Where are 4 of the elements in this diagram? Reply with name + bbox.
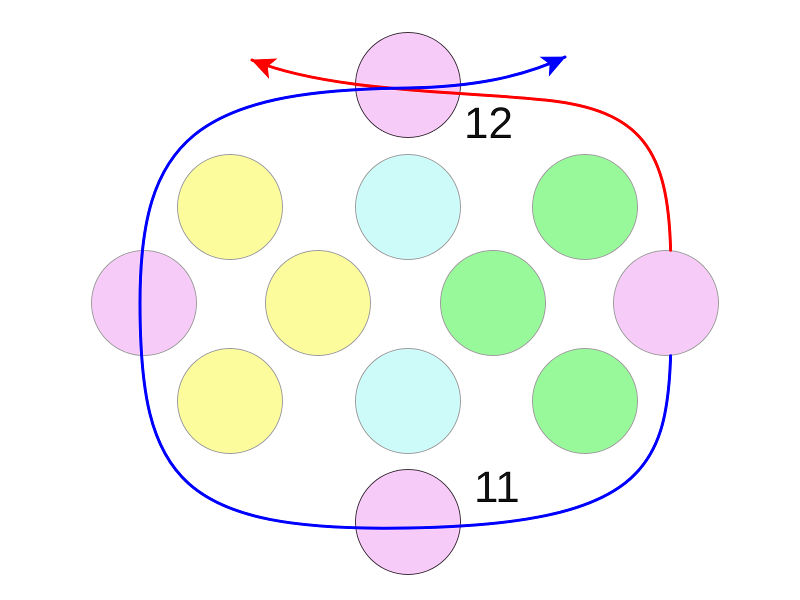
curved-arrow [250, 57, 672, 252]
number-label: 12 [464, 102, 513, 146]
number-label: 11 [474, 466, 520, 510]
curved-arrow [138, 56, 672, 530]
